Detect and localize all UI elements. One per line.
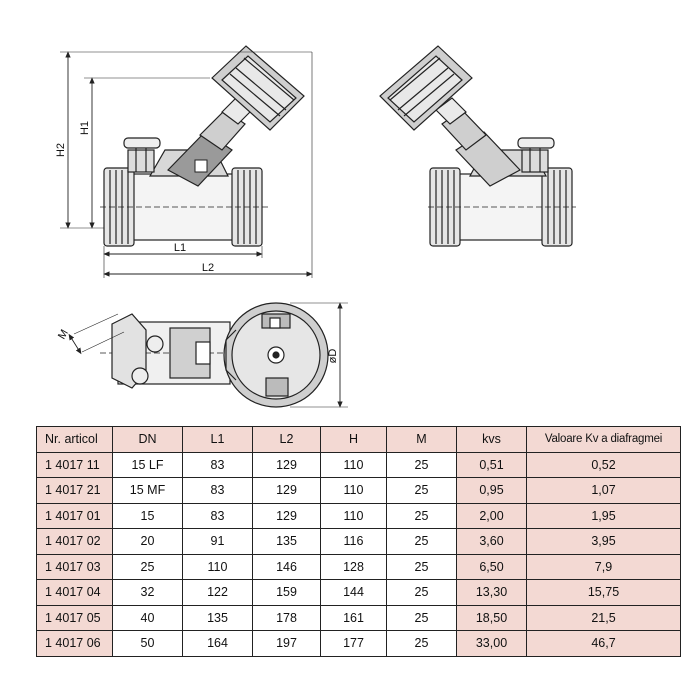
valve-front-view-left (100, 45, 305, 247)
cell-l1: 83 (182, 477, 253, 504)
cell-dn: 15 MF (112, 477, 183, 504)
col-header-l1: L1 (182, 426, 253, 453)
cell-l2: 129 (252, 451, 321, 478)
cell-nr-articol: 1 4017 11 (36, 451, 113, 478)
cell-l2: 197 (252, 630, 321, 657)
cell-dn: 15 (112, 502, 183, 529)
cell-dn: 25 (112, 553, 183, 580)
dim-label-h2: H2 (55, 143, 67, 157)
dim-label-m: M (56, 328, 71, 342)
cell-l2: 159 (252, 579, 321, 606)
dimension-lines-top-view (68, 302, 348, 408)
table-header-row: Nr. articol DN L1 L2 H M kvs Valoare Kv … (36, 426, 681, 453)
cell-h: 144 (320, 579, 387, 606)
cell-nr-articol: 1 4017 03 (36, 553, 113, 580)
cell-dn: 40 (112, 604, 183, 631)
cell-h: 110 (320, 451, 387, 478)
cell-kvs: 6,50 (456, 553, 527, 580)
cell-l1: 122 (182, 579, 253, 606)
cell-kv-diafragma: 7,9 (526, 553, 681, 580)
cell-l2: 146 (252, 553, 321, 580)
valve-top-view (100, 302, 329, 408)
cell-nr-articol: 1 4017 04 (36, 579, 113, 606)
cell-l1: 91 (182, 528, 253, 555)
cell-h: 110 (320, 477, 387, 504)
cell-kvs: 0,95 (456, 477, 527, 504)
col-header-kv-diafragma: Valoare Kv a diafragmei (526, 426, 681, 453)
cell-nr-articol: 1 4017 01 (36, 502, 113, 529)
cell-kvs: 13,30 (456, 579, 527, 606)
cell-kvs: 2,00 (456, 502, 527, 529)
cell-kv-diafragma: 46,7 (526, 630, 681, 657)
cell-h: 128 (320, 553, 387, 580)
cell-l2: 129 (252, 477, 321, 504)
cell-m: 25 (386, 528, 457, 555)
dim-label-l1: L1 (174, 242, 186, 254)
cell-kv-diafragma: 15,75 (526, 579, 681, 606)
cell-l1: 110 (182, 553, 253, 580)
dim-label-h1: H1 (79, 121, 91, 135)
cell-l1: 83 (182, 502, 253, 529)
col-header-l2: L2 (252, 426, 321, 453)
cell-nr-articol: 1 4017 21 (36, 477, 113, 504)
cell-h: 161 (320, 604, 387, 631)
cell-l2: 178 (252, 604, 321, 631)
cell-m: 25 (386, 630, 457, 657)
col-header-m: M (386, 426, 457, 453)
col-header-h: H (320, 426, 387, 453)
cell-l1: 135 (182, 604, 253, 631)
col-header-nr-articol: Nr. articol (36, 426, 113, 453)
cell-h: 177 (320, 630, 387, 657)
cell-m: 25 (386, 477, 457, 504)
cell-nr-articol: 1 4017 06 (36, 630, 113, 657)
cell-kv-diafragma: 1,95 (526, 502, 681, 529)
cell-m: 25 (386, 579, 457, 606)
cell-kv-diafragma: 3,95 (526, 528, 681, 555)
technical-drawing: H2 H1 L1 L2 (55, 45, 576, 408)
cell-l2: 135 (252, 528, 321, 555)
col-header-dn: DN (112, 426, 183, 453)
cell-l2: 129 (252, 502, 321, 529)
col-header-kvs: kvs (456, 426, 527, 453)
cell-kvs: 3,60 (456, 528, 527, 555)
cell-m: 25 (386, 502, 457, 529)
valve-front-view-right (379, 45, 576, 247)
cell-kvs: 18,50 (456, 604, 527, 631)
cell-m: 25 (386, 553, 457, 580)
cell-l1: 83 (182, 451, 253, 478)
cell-nr-articol: 1 4017 02 (36, 528, 113, 555)
cell-h: 116 (320, 528, 387, 555)
cell-nr-articol: 1 4017 05 (36, 604, 113, 631)
cell-dn: 15 LF (112, 451, 183, 478)
cell-h: 110 (320, 502, 387, 529)
cell-kvs: 33,00 (456, 630, 527, 657)
cell-m: 25 (386, 451, 457, 478)
cell-dn: 32 (112, 579, 183, 606)
cell-dn: 20 (112, 528, 183, 555)
cell-kv-diafragma: 1,07 (526, 477, 681, 504)
dim-label-l2: L2 (202, 262, 214, 274)
cell-m: 25 (386, 604, 457, 631)
cell-kv-diafragma: 21,5 (526, 604, 681, 631)
dimension-lines-left (60, 51, 313, 278)
cell-kvs: 0,51 (456, 451, 527, 478)
cell-l1: 164 (182, 630, 253, 657)
dim-label-d: øD (327, 349, 339, 364)
cell-kv-diafragma: 0,52 (526, 451, 681, 478)
spec-table: Nr. articol DN L1 L2 H M kvs Valoare Kv … (36, 426, 681, 657)
cell-dn: 50 (112, 630, 183, 657)
